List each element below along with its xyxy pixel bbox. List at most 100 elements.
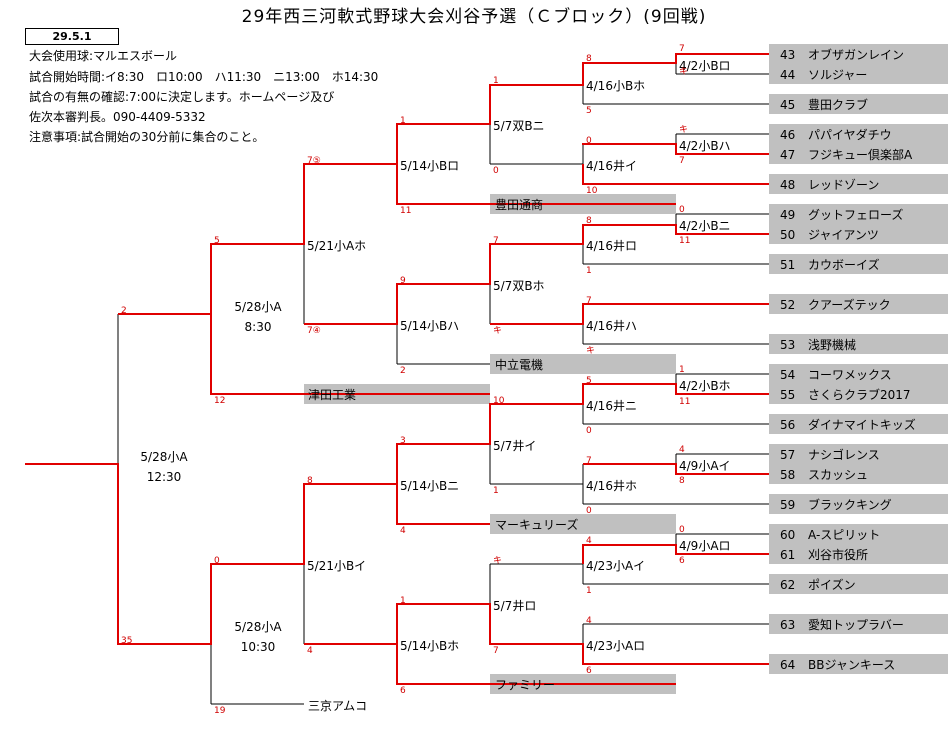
match-label: 4/16井ロ [586, 239, 637, 253]
team-name: 豊田クラブ [808, 97, 868, 112]
team-name: スカッシュ [808, 468, 868, 482]
team-number: 52 [780, 298, 795, 312]
match-label: 4/16井イ [586, 159, 637, 173]
score-label: キ [493, 556, 502, 566]
match-label: 5/28小A [234, 300, 282, 314]
score-label: 11 [679, 236, 690, 246]
score-label: 1 [586, 586, 592, 596]
team-name: さくらクラブ2017 [808, 387, 911, 402]
seed-team: ファミリー [495, 678, 555, 692]
team-number: 64 [780, 658, 795, 672]
score-label: 7⑤ [307, 156, 321, 166]
score-label: 8 [586, 216, 592, 226]
team-number: 49 [780, 208, 795, 222]
score-label: 0 [214, 556, 220, 566]
team-number: 45 [780, 98, 795, 112]
score-label: 10 [586, 186, 598, 196]
score-label: 1 [679, 365, 685, 375]
score-label: 0 [493, 166, 499, 176]
team-number: 53 [780, 338, 795, 352]
seed-team: 三京アムコ [308, 699, 367, 713]
score-label: 11 [679, 397, 690, 407]
match-label: 4/9小Aイ [679, 459, 731, 473]
info-line-notes: 注意事項:試合開始の30分前に集合のこと。 [29, 130, 265, 144]
match-label: 4/2小Bハ [679, 139, 731, 153]
match-label: 5/7井ロ [493, 599, 536, 613]
team-name: BBジャンキース [808, 658, 895, 672]
score-label: 7 [493, 646, 499, 656]
match-label: 4/2小Bロ [679, 59, 731, 73]
score-label: 12 [214, 396, 225, 406]
score-label: 4 [400, 526, 406, 536]
match-label: 5/7双Bホ [493, 279, 545, 293]
seed-team: 津田工業 [308, 388, 356, 402]
match-label: 5/14小Bハ [400, 319, 459, 333]
team-name: コーワメックス [808, 368, 892, 382]
team-number: 58 [780, 468, 795, 482]
match-label: 4/23小Aロ [586, 639, 645, 653]
team-name: カウボーイズ [808, 257, 880, 272]
team-number: 62 [780, 578, 795, 592]
score-label: 9 [400, 276, 406, 286]
match-label: 5/21小Bイ [307, 559, 366, 573]
team-name: ダイナマイトキッズ [808, 417, 916, 432]
score-label: 2 [121, 306, 127, 316]
team-number: 50 [780, 228, 795, 242]
score-label: 10 [493, 396, 505, 406]
match-label: 5/21小Aホ [307, 239, 366, 253]
team-name: レッドゾーン [808, 178, 879, 192]
score-label: 5 [214, 236, 220, 246]
team-number: 60 [780, 528, 795, 542]
team-name: ブラックキング [808, 497, 892, 512]
match-label: 4/23小Aイ [586, 559, 645, 573]
team-name: ポイズン [808, 577, 856, 592]
score-label: キ [586, 346, 595, 356]
score-label: 7④ [307, 326, 321, 336]
team-number: 46 [780, 128, 795, 142]
team-number: 55 [780, 388, 795, 402]
team-name: パパイヤダチウ [808, 127, 892, 142]
score-label: 0 [679, 525, 685, 535]
team-name: A-スピリット [808, 528, 880, 542]
score-label: キ [493, 326, 502, 336]
score-label: 8 [586, 54, 592, 64]
team-name: クアーズテック [808, 297, 891, 312]
info-line-phone: 佐次本審判長。090-4409-5332 [29, 110, 206, 124]
score-label: 35 [121, 636, 132, 646]
team-name: ナシゴレンス [808, 447, 880, 462]
score-label: 1 [493, 486, 499, 496]
score-label: 1 [400, 116, 406, 126]
match-label: 5/7双Bニ [493, 119, 545, 133]
score-label: 7 [586, 456, 592, 466]
seed-team: 中立電機 [495, 357, 543, 372]
team-number: 56 [780, 418, 795, 432]
score-label: 0 [679, 205, 685, 215]
score-label: 5 [586, 106, 592, 116]
score-label: 0 [586, 506, 592, 516]
match-label: 5/7井イ [493, 439, 536, 453]
score-label: 1 [493, 76, 499, 86]
score-label: 11 [400, 206, 411, 216]
team-number: 61 [780, 548, 795, 562]
team-number: 47 [780, 148, 795, 162]
score-label: 0 [586, 136, 592, 146]
team-name: ジャイアンツ [808, 228, 879, 242]
team-name: フジキュー倶楽部A [808, 147, 913, 162]
team-name: 刈谷市役所 [808, 547, 868, 562]
match-label: 4/16井ニ [586, 399, 637, 413]
score-label: 1 [586, 266, 592, 276]
match-label: 4/16井ハ [586, 319, 637, 333]
score-label: 8 [307, 476, 313, 486]
team-number: 48 [780, 178, 795, 192]
score-label: キ [679, 125, 688, 135]
team-number: 43 [780, 48, 795, 62]
score-label: 2 [400, 366, 406, 376]
score-label: 3 [400, 436, 406, 446]
match-label: 5/28小A [234, 620, 282, 634]
info-line-ball: 大会使用球:マルエスボール [29, 49, 178, 63]
team-number: 44 [780, 68, 795, 82]
team-number: 54 [780, 368, 795, 382]
score-label: 4 [586, 536, 592, 546]
match-label: 4/16井ホ [586, 479, 637, 493]
